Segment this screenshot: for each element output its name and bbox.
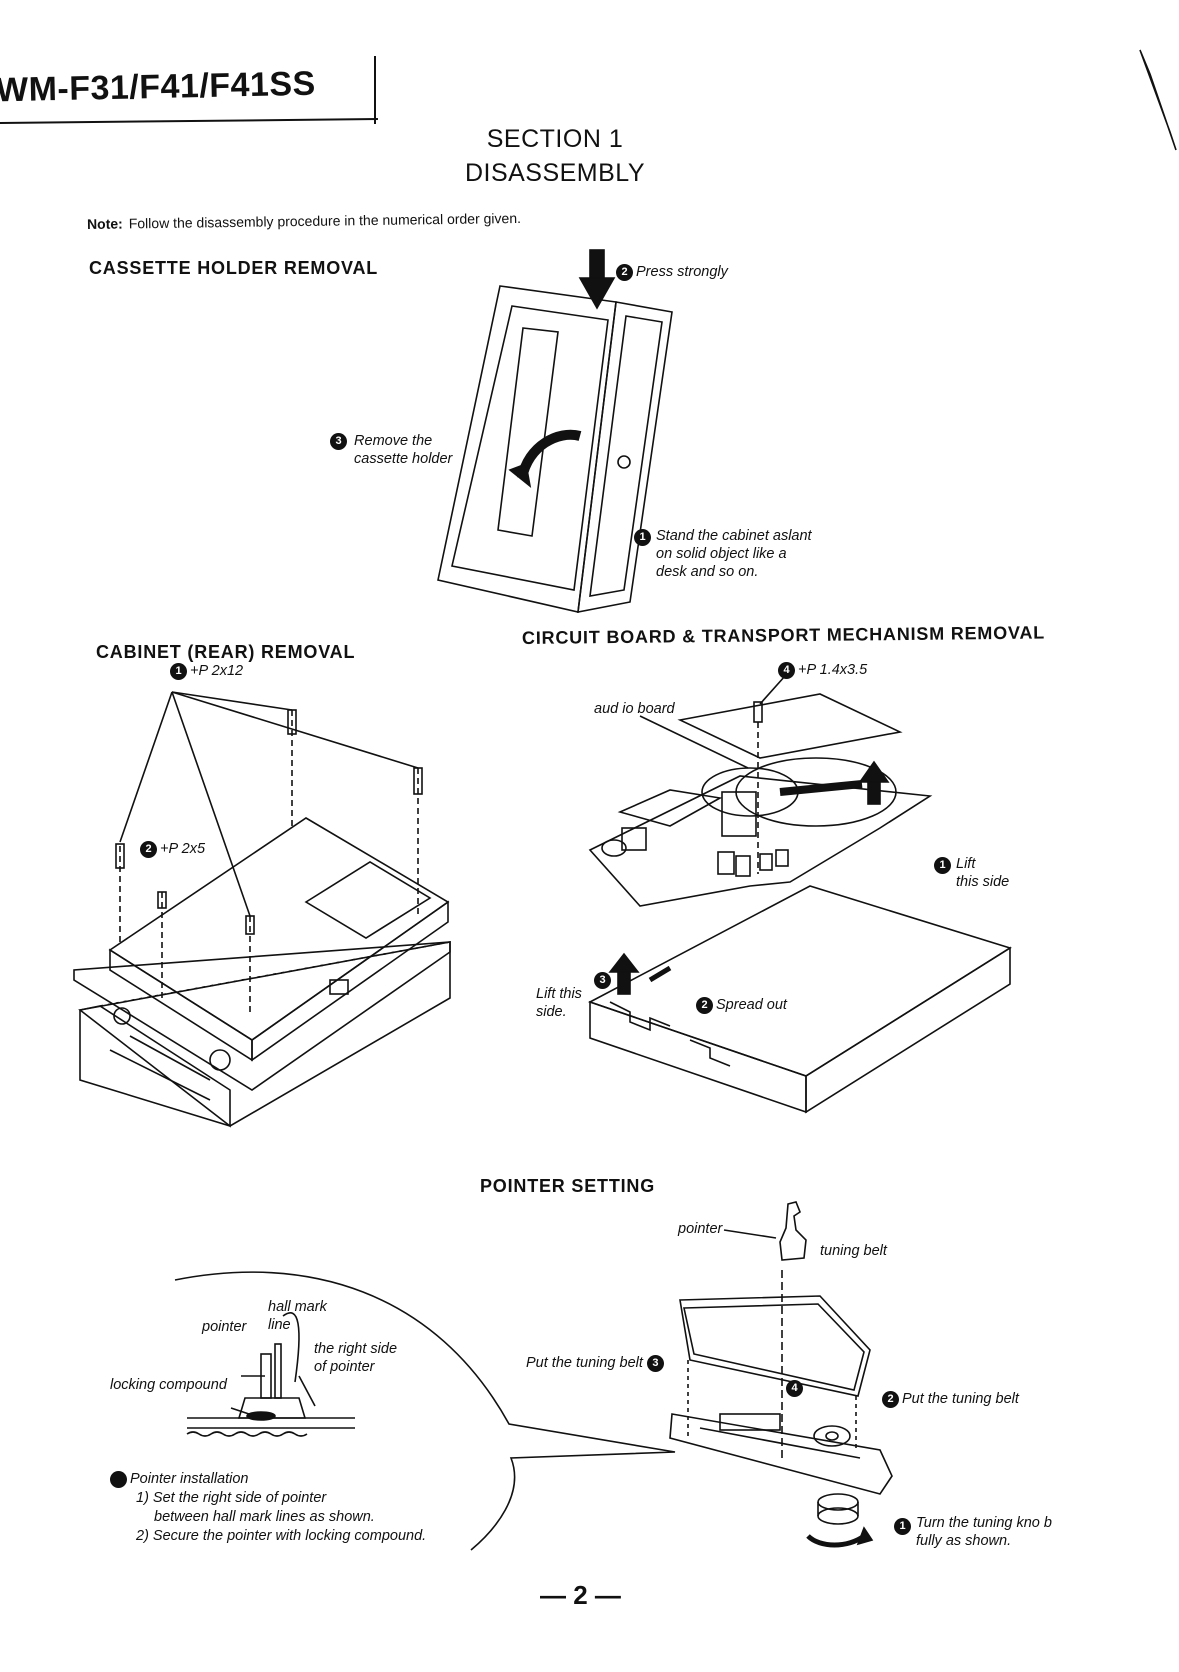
turn-knob-1: 1 Turn the tuning kno b fully as shown. <box>894 1514 1052 1550</box>
page-number: — 2 — <box>540 1580 621 1610</box>
cassette-step-1: 1 Stand the cabinet aslant on solid obje… <box>634 527 821 581</box>
tuning-mechanism-illustration <box>669 1201 893 1548</box>
note-label: Note: <box>86 215 123 232</box>
detail-pointer-label: pointer <box>202 1319 247 1335</box>
locking-compound-label: locking compound <box>110 1377 227 1393</box>
model-number: WM-F31/F41/F41SS <box>0 64 317 110</box>
cassette-step-3: 3 Remove the cassette holder <box>330 432 464 468</box>
cabinet-step-2: 2+P 2x5 <box>140 840 205 858</box>
corner-mark <box>1139 49 1177 151</box>
pointer-detail-bubble <box>174 1271 676 1551</box>
tuning-belt <box>679 1295 871 1397</box>
header-rule-vertical <box>374 56 376 124</box>
remove-arrow <box>517 429 582 480</box>
cabinet-step-1: 1+P 2x12 <box>170 662 243 680</box>
circuit-board-illustration <box>587 675 1012 1114</box>
note-text: Follow the disassembly procedure in the … <box>128 209 522 232</box>
cassette-holder-illustration <box>437 249 673 613</box>
cabinet-rear-heading: CABINET (REAR) REMOVAL <box>96 642 356 662</box>
audio-board-label: aud io board <box>594 701 675 717</box>
circuit-board-heading: CIRCUIT BOARD & TRANSPORT MECHANISM REMO… <box>521 622 1046 648</box>
put-belt-3: Put the tuning belt 3 <box>526 1354 667 1372</box>
screw <box>115 709 423 1016</box>
circuit-lift-1: 1 Lift this side <box>934 855 1009 891</box>
section-heading: SECTION 1 DISASSEMBLY <box>430 122 680 190</box>
pointer-label: pointer <box>678 1221 723 1237</box>
section-title: DISASSEMBLY <box>464 159 646 187</box>
hall-mark-label-2: line <box>268 1317 291 1333</box>
detail-outline <box>174 1271 676 1551</box>
cabinet-rear-illustration <box>73 691 451 1128</box>
cassette-holder-heading: CASSETTE HOLDER REMOVAL <box>89 258 379 278</box>
circuit-screw-label: 4+P 1.4x3.5 <box>778 661 867 679</box>
header-rule <box>0 118 378 124</box>
note: Note: Follow the disassembly procedure in… <box>87 210 521 232</box>
pointer-part <box>779 1201 807 1261</box>
right-side-label-2: of pointer <box>314 1359 375 1375</box>
section-number: SECTION 1 <box>486 125 624 153</box>
main-board <box>588 775 933 907</box>
hall-mark-label-1: hall mark <box>268 1299 327 1315</box>
pointer-setting-heading: POINTER SETTING <box>480 1176 656 1196</box>
tuning-belt-label: tuning belt <box>820 1243 887 1259</box>
pointer-installation-note: Pointer installation 1) Set the right si… <box>110 1470 426 1546</box>
audio-board <box>677 693 903 759</box>
right-side-label-1: the right side <box>314 1341 398 1357</box>
circuit-lift-3-number: 3 <box>594 972 614 990</box>
cabinet-outline <box>437 285 617 613</box>
pointer-step-4: 4 <box>786 1380 806 1398</box>
installation-bullet <box>110 1470 127 1488</box>
circuit-lift-3: Lift this side. <box>536 986 582 1020</box>
press-arrow <box>578 277 616 310</box>
rear-cover <box>108 817 450 1041</box>
cassette-window <box>497 327 559 537</box>
